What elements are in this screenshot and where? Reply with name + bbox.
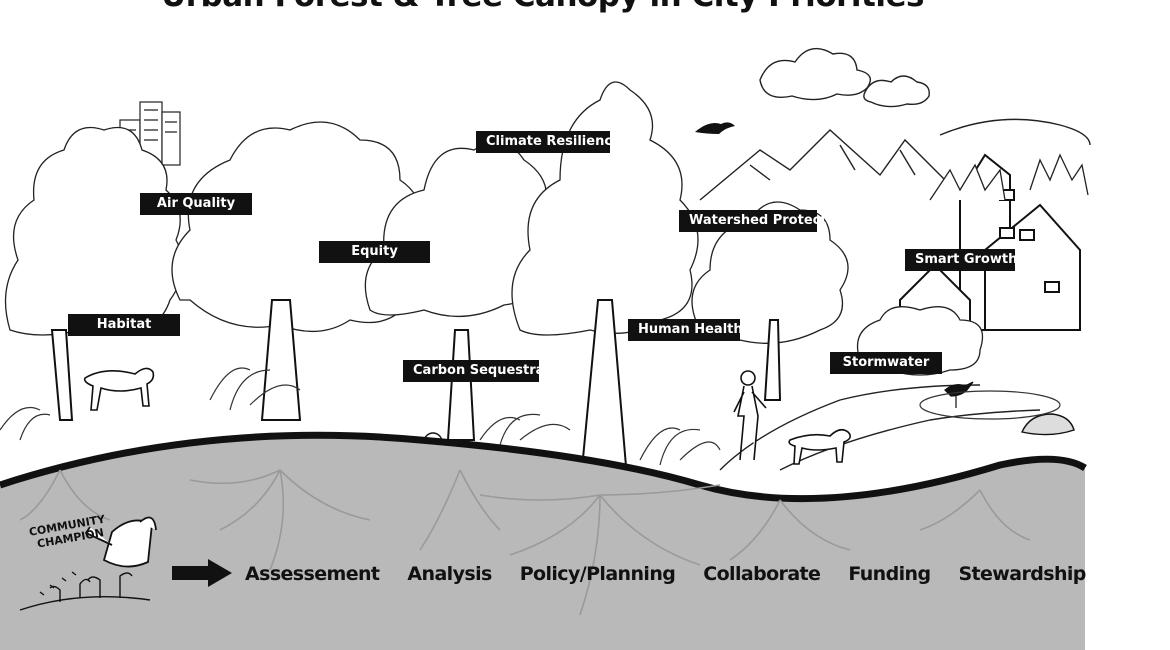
roots <box>19 469 1031 616</box>
dog-icon <box>788 428 852 465</box>
label-air-quality: Air Quality <box>140 193 252 215</box>
trail <box>719 384 1041 471</box>
label-climate-resilience: Climate Resilience <box>476 131 621 153</box>
turtle-icon <box>1021 413 1075 436</box>
label-equity: Equity <box>319 241 430 263</box>
heron-icon <box>944 381 974 408</box>
tree-canopies <box>4 81 1089 376</box>
step-policy-planning: Policy/Planning <box>519 563 676 585</box>
label-human-health: Human Health <box>628 319 743 341</box>
pond <box>919 390 1061 420</box>
seedlings-icon <box>19 571 151 611</box>
ground-line <box>0 431 1087 503</box>
step-collaborate: Collaborate <box>703 563 821 585</box>
step-funding: Funding <box>848 563 931 585</box>
mountains <box>699 118 1091 201</box>
step-analysis: Analysis <box>407 563 492 585</box>
watering-can-icon <box>84 516 157 568</box>
process-steps: Assessement Analysis Policy/Planning Col… <box>245 559 1086 589</box>
label-stormwater: Stormwater <box>830 352 942 374</box>
page-title: Urban Forest & Tree Canopy in City Prior… <box>0 0 1085 14</box>
person-walking-icon <box>733 370 767 461</box>
process-arrow-icon <box>172 559 232 587</box>
label-habitat: Habitat <box>68 314 180 336</box>
step-stewardship: Stewardship <box>958 563 1086 585</box>
bird-icon <box>695 122 735 134</box>
deer-icon <box>83 367 155 411</box>
label-carbon-sequestration: Carbon Sequestration <box>403 360 573 382</box>
label-smart-growth: Smart Growth <box>905 249 1017 271</box>
tree-trunks <box>50 299 782 491</box>
label-watershed-protection: Watershed Protection <box>679 210 849 232</box>
soil-band <box>0 435 1085 650</box>
step-assessment: Assessement <box>245 563 380 585</box>
ferns <box>0 367 721 466</box>
clouds <box>759 47 930 108</box>
